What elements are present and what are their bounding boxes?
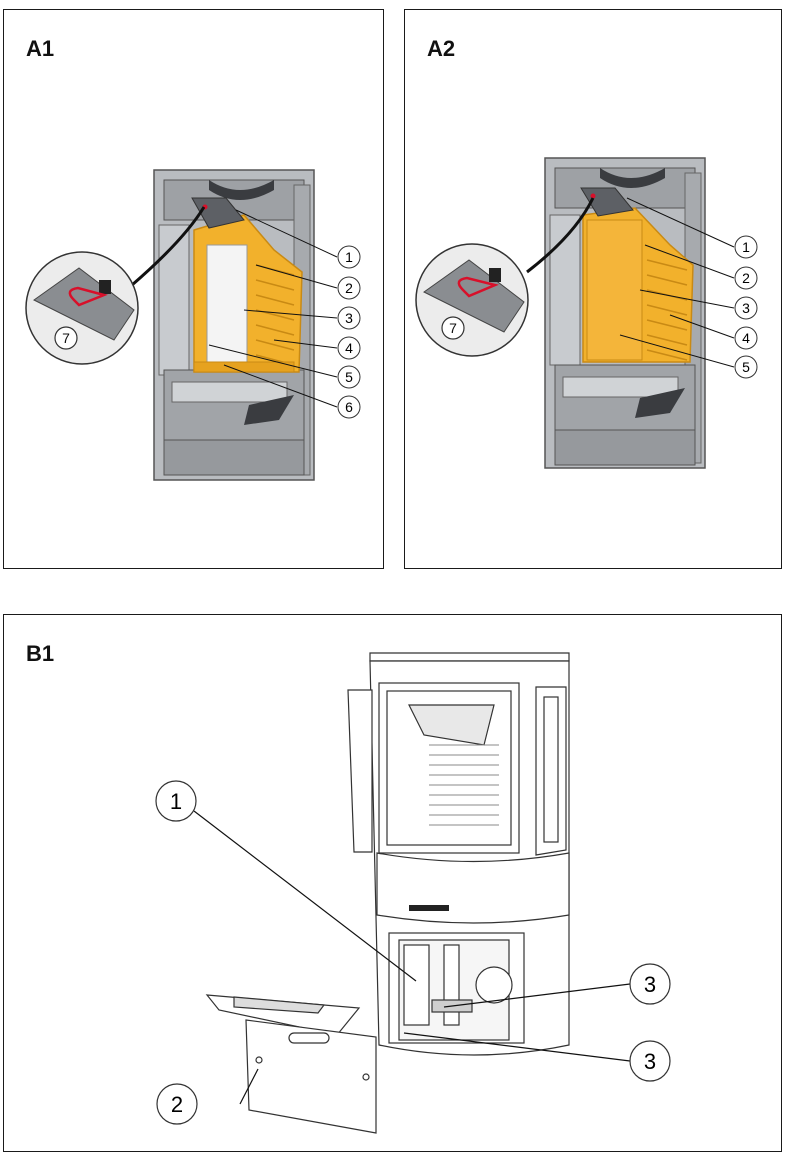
- callout-3a-b1: 3: [644, 972, 656, 997]
- callout-2-b1: 2: [171, 1092, 183, 1117]
- callout-circles-a2: 1 2 3 4 5: [734, 235, 758, 379]
- callout-3-a1: 3: [345, 310, 353, 326]
- panel-label-b1: B1: [26, 641, 55, 666]
- callout-circles-b1: 1 2 3 3: [155, 780, 671, 1125]
- insulation-a2: [580, 187, 694, 363]
- panel-label-a1: A1: [26, 36, 55, 61]
- callout-1-a1: 1: [345, 249, 353, 265]
- cover-plate: [205, 994, 377, 1134]
- callout-3b-b1: 3: [644, 1049, 656, 1074]
- callout-2-a1: 2: [345, 280, 353, 296]
- callout-circles-a1: 1 2 3 4 5 6: [337, 245, 361, 419]
- inset-detail-a2: 7: [415, 197, 595, 357]
- callout-7-a2-label: 7: [449, 320, 457, 336]
- callout-7-a1-label: 7: [62, 330, 70, 346]
- callout-5-a1: 5: [345, 369, 353, 385]
- callouts-a1: [208, 209, 338, 408]
- callouts-b1-lines: [193, 810, 631, 1105]
- callout-1-a2: 1: [742, 239, 750, 255]
- inset-detail-a1: 7: [25, 206, 206, 365]
- diagram-a2: 7 1 2 3 4 5: [415, 157, 758, 469]
- callout-4-a1: 4: [345, 340, 353, 356]
- panel-b1: B1: [3, 614, 782, 1152]
- callout-2-a2: 2: [742, 270, 750, 286]
- diagram-b1: 1 2 3 3: [155, 652, 671, 1134]
- insulation-a1: [191, 197, 303, 373]
- panel-a1: A1: [3, 9, 384, 569]
- callout-6-a1: 6: [345, 399, 353, 415]
- callout-7-a2: [441, 316, 465, 340]
- callout-5-a2: 5: [742, 359, 750, 375]
- stove-line-drawing: [347, 652, 570, 1056]
- callouts-a2: [619, 197, 735, 368]
- panel-label-a2: A2: [427, 36, 456, 61]
- diagram-a1: 7 1 2 3 4 5 6: [25, 169, 361, 481]
- callout-1-b1: 1: [170, 789, 182, 814]
- callout-4-a2: 4: [742, 330, 750, 346]
- callout-3-a2: 3: [742, 300, 750, 316]
- callout-7-a1: [54, 326, 78, 350]
- panel-a2: A2: [404, 9, 782, 569]
